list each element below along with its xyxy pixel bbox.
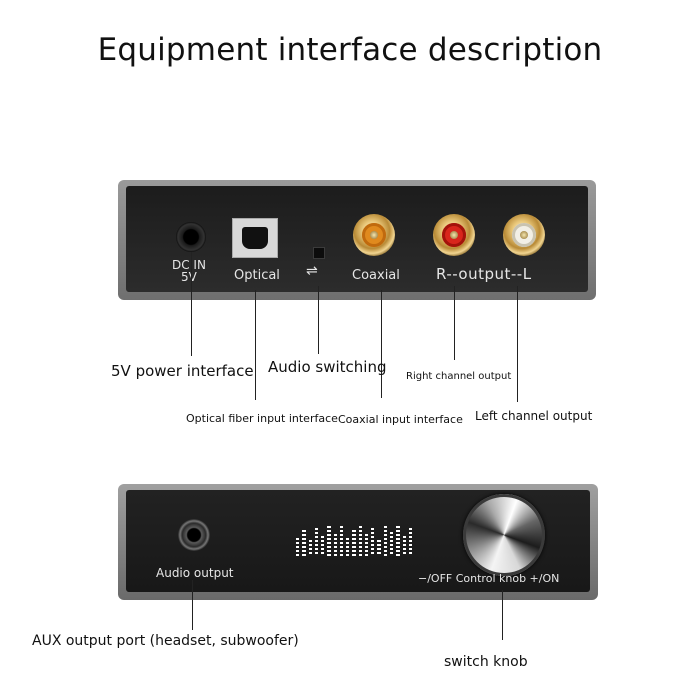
optical-label: Optical (234, 268, 280, 283)
callout-audio-switching: Audio switching (268, 358, 387, 376)
page-title: Equipment interface description (97, 32, 603, 68)
control-knob-label: −/OFF Control knob +/ON (418, 572, 560, 585)
leader-line-right (454, 286, 455, 360)
callout-optical: Optical fiber input interface (186, 412, 338, 425)
aux-jack (178, 519, 210, 551)
leader-line-aux (192, 580, 193, 630)
leader-line-switch (318, 286, 319, 354)
callout-aux: AUX output port (headset, subwoofer) (32, 633, 299, 649)
callout-switch-knob: switch knob (444, 654, 528, 670)
coaxial-label: Coaxial (352, 268, 400, 283)
dc-power-jack (176, 222, 206, 252)
right-channel-jack (433, 214, 475, 256)
dc-volt-label: 5V (181, 270, 197, 284)
callout-right-channel: Right channel output (406, 371, 512, 382)
callout-power: 5V power interface (111, 362, 254, 380)
leader-line-left (517, 286, 518, 402)
leader-line-knob (502, 590, 503, 640)
switch-symbol-icon: ⇌ (306, 263, 318, 279)
audio-output-label: Audio output (156, 566, 234, 580)
dc-in-label: DC IN (172, 258, 206, 272)
coaxial-jack (353, 214, 395, 256)
left-channel-jack (503, 214, 545, 256)
leader-line-coaxial (381, 290, 382, 398)
control-knob (463, 494, 545, 576)
callout-left-channel: Left channel output (475, 409, 593, 423)
callout-coaxial: Coaxial input interface (338, 413, 463, 426)
brand-logo-icon (296, 520, 413, 556)
audio-switch-button (313, 247, 325, 259)
leader-line-optical (255, 290, 256, 400)
leader-line-power (191, 252, 192, 356)
optical-port (232, 218, 278, 258)
output-label: R--output--L (436, 265, 532, 283)
